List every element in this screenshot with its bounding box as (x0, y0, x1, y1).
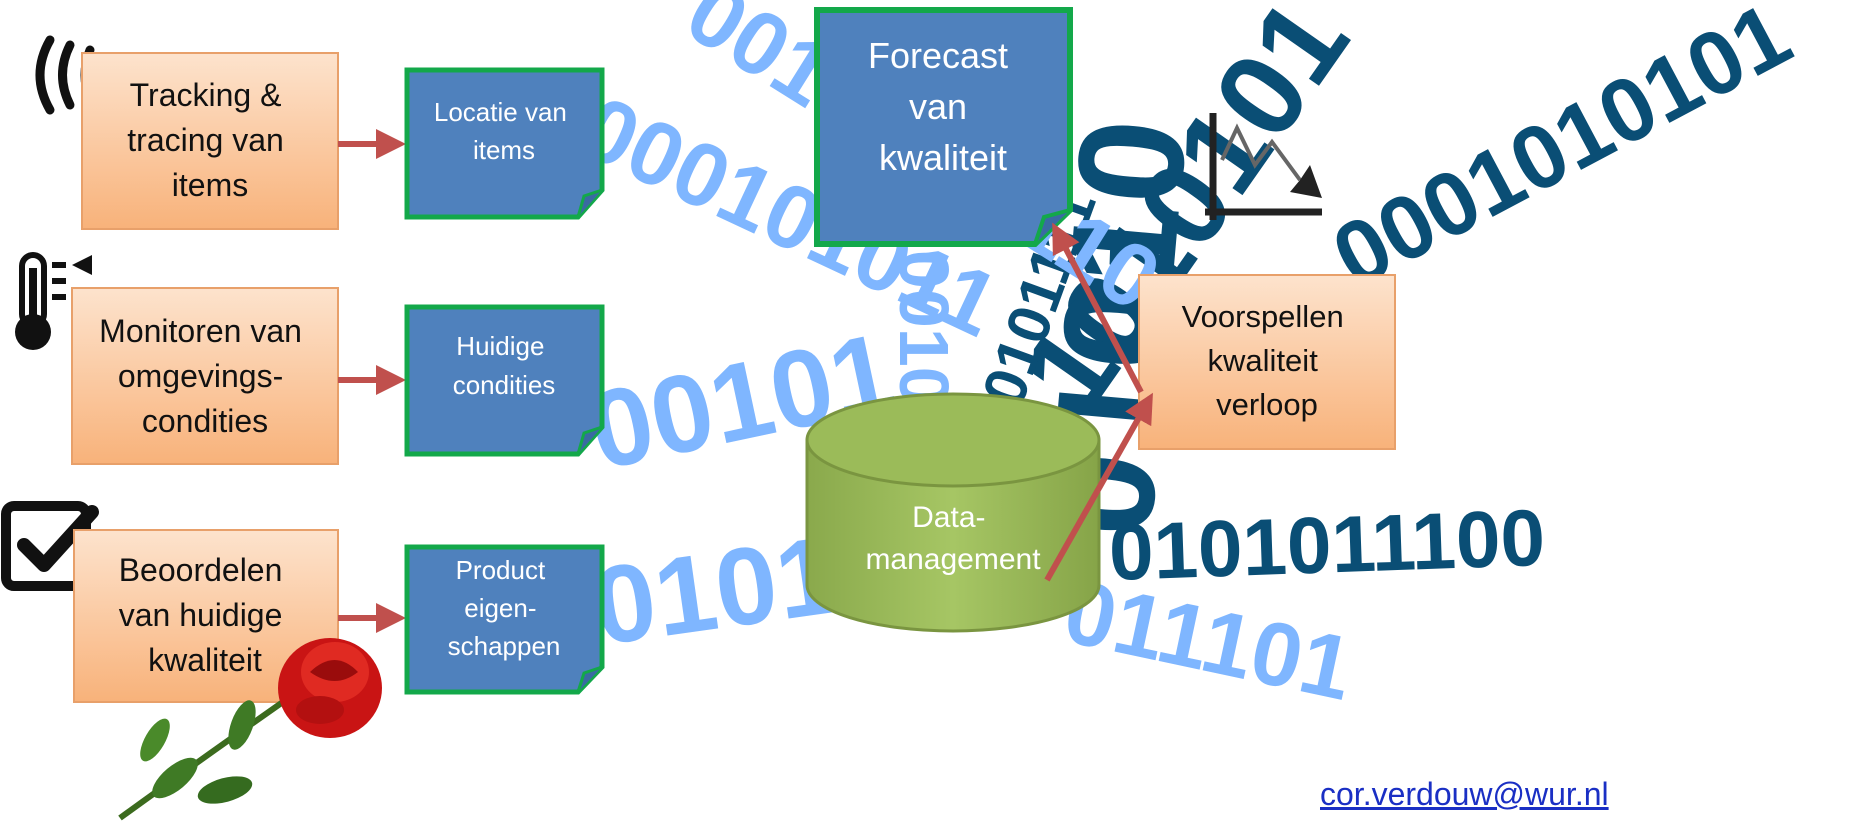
thermometer-icon (15, 252, 92, 350)
flow-arrows (1044, 222, 1153, 582)
predict-label: Voorspellen kwaliteit verloop (1182, 299, 1353, 422)
output-box-properties: Product eigen- schappen (404, 544, 605, 695)
database-cylinder: Data- management (805, 392, 1101, 633)
arrow-predict-to-forecast (1052, 222, 1144, 394)
input-box-label: Monitoren van omgevings- condities (99, 313, 311, 439)
output-box-label: Huidige condities (453, 331, 556, 400)
forecast-label: Forecast van kwaliteit (868, 35, 1018, 178)
binary-stream: 0001010101 (1317, 0, 1806, 308)
input-box-tracking: Tracking & tracing van items (81, 52, 339, 230)
input-arrows (338, 129, 406, 633)
rose-icon (118, 638, 382, 821)
output-box-location: Locatie van items (404, 67, 605, 220)
arrow-database-to-predict (1044, 392, 1153, 582)
binary-stream: 0101011100 (1107, 493, 1546, 597)
database-label: Data- management (865, 501, 1041, 576)
output-box-label: Locatie van items (434, 97, 574, 165)
input-box-assessment: Beoordelen van huidige kwaliteit (73, 529, 339, 703)
output-box-label: Product eigen- schappen (448, 555, 561, 661)
input-box-monitoring: Monitoren van omgevings- condities (71, 287, 339, 465)
forecast-box: Forecast van kwaliteit (814, 7, 1073, 247)
output-box-conditions: Huidige condities (404, 304, 605, 457)
predict-box: Voorspellen kwaliteit verloop (1138, 274, 1396, 450)
input-box-label: Beoordelen van huidige kwaliteit (119, 552, 292, 678)
input-box-label: Tracking & tracing van items (127, 77, 292, 203)
email-link[interactable]: cor.verdouw@wur.nl (1320, 776, 1609, 812)
declining-chart-icon (1205, 113, 1322, 220)
